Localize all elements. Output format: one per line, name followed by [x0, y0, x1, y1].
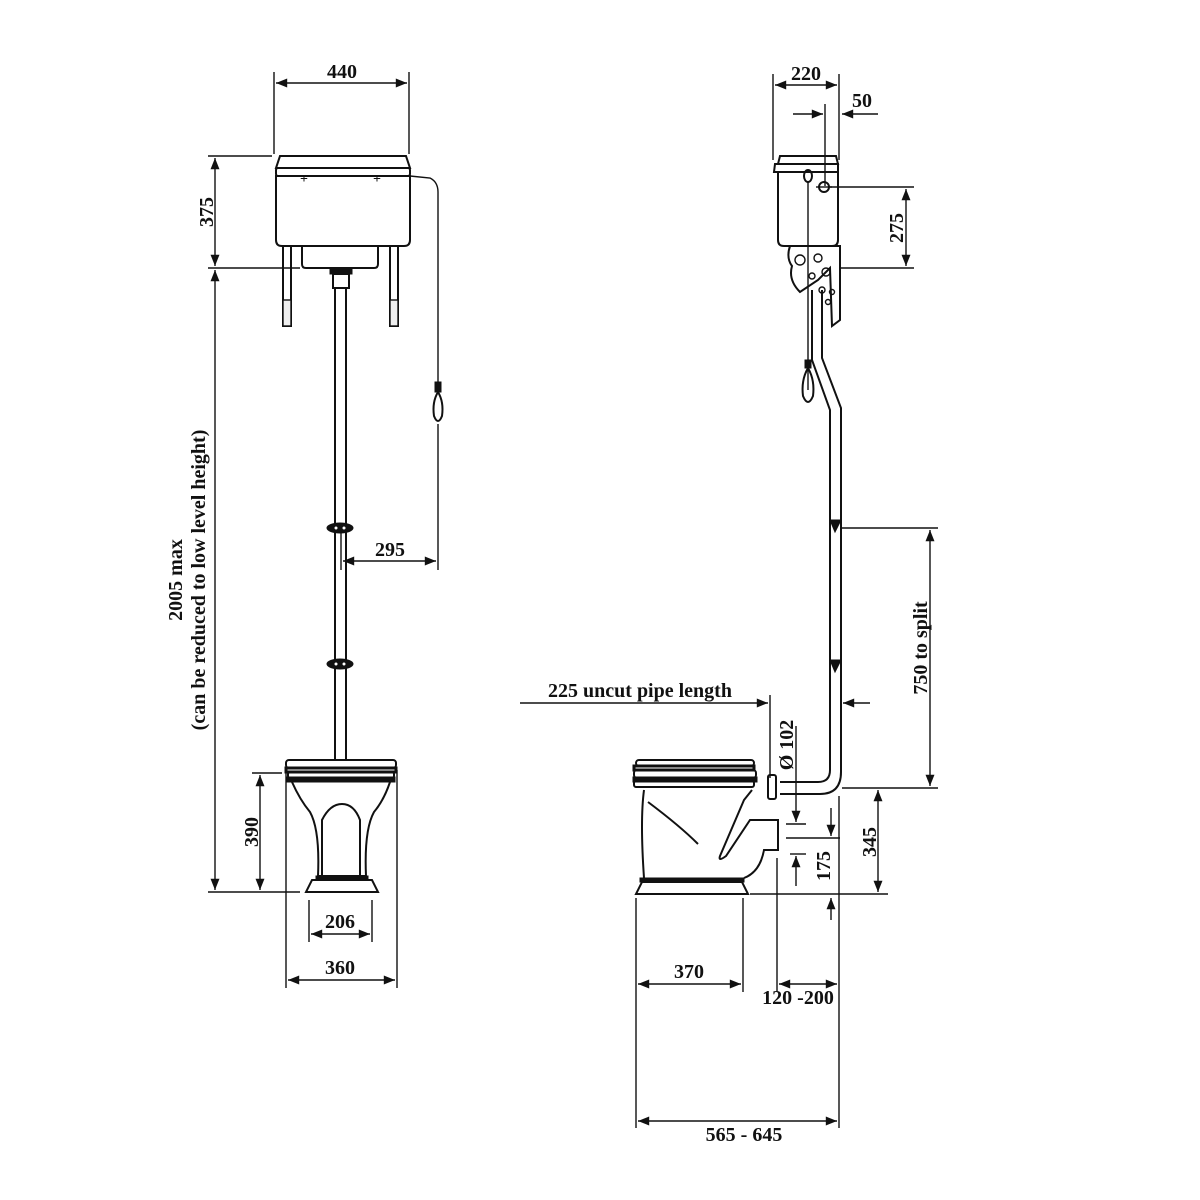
svg-text:+: +	[373, 172, 381, 187]
label-275: 275	[886, 213, 908, 243]
label-220: 220	[791, 63, 821, 85]
dimension-cistern-width: 440	[273, 61, 410, 154]
label-50: 50	[852, 90, 872, 112]
label-2005-max: 2005 max	[165, 539, 187, 621]
label-565-645: 565 - 645	[706, 1124, 783, 1146]
flush-pipe-side	[780, 290, 842, 795]
dimension-cistern-height: 375	[196, 155, 300, 269]
dimension-overall-height: 2005 max (can be reduced to low level he…	[165, 270, 300, 893]
dimension-pull-chain-offset: 295	[340, 532, 436, 570]
dimension-overall-projection: 565 - 645	[638, 1116, 837, 1146]
dimension-outlet-height: 345	[750, 790, 888, 895]
pull-chain	[409, 175, 444, 570]
dimension-fixing-height: 275	[830, 186, 914, 269]
pull-chain-side	[801, 359, 815, 403]
cistern-front: + +	[274, 155, 412, 327]
dimension-outlet-center: 175	[786, 808, 840, 920]
label-750-to-split: 750 to split	[910, 601, 932, 695]
label-175: 175	[813, 851, 835, 881]
side-view: 220 50 275 750 to split 225 uncut pipe l…	[520, 63, 938, 1146]
dimension-pan-projection: 370	[635, 898, 744, 1128]
dimension-uncut-pipe: 225 uncut pipe length	[520, 680, 870, 778]
dimension-cistern-depth: 220	[772, 63, 840, 160]
label-375: 375	[196, 197, 218, 227]
pan-side	[632, 759, 779, 895]
label-360: 360	[325, 957, 355, 979]
dimension-outlet-diameter: Ø 102	[776, 720, 806, 825]
front-view: + +	[165, 61, 444, 988]
dimension-outlet-to-wall: 120 -200	[762, 796, 840, 1128]
cistern-side	[772, 155, 841, 390]
pipe-clip-icon	[326, 658, 354, 670]
label-390: 390	[241, 817, 263, 847]
label-440: 440	[327, 61, 357, 83]
label-225-uncut-pipe: 225 uncut pipe length	[548, 680, 732, 702]
dimension-pipe-split: 750 to split	[842, 527, 938, 789]
label-295: 295	[375, 539, 405, 561]
label-diameter-102: Ø 102	[776, 720, 798, 771]
pipe-clip-icon	[326, 522, 354, 534]
dimension-pan-width: 360	[285, 770, 398, 988]
label-370: 370	[674, 961, 704, 983]
dimension-pan-foot: 206	[308, 900, 373, 942]
label-206: 206	[325, 911, 355, 933]
svg-text:+: +	[300, 172, 308, 187]
pan-front	[284, 759, 398, 893]
label-345: 345	[859, 827, 881, 857]
label-120-200: 120 -200	[762, 987, 834, 1009]
dimension-wall-offset: 50	[793, 90, 878, 186]
label-height-note: (can be reduced to low level height)	[188, 430, 210, 731]
dimension-pan-height: 390	[241, 772, 282, 890]
